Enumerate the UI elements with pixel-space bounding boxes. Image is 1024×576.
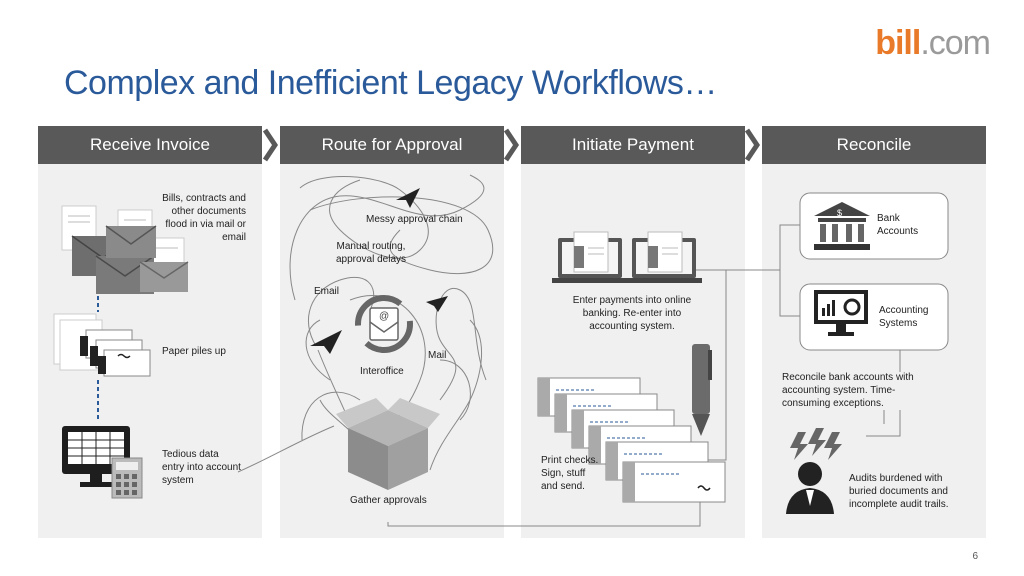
chevron-right-icon — [503, 128, 520, 162]
lightning-icon — [790, 428, 842, 460]
svg-text:@: @ — [379, 311, 389, 322]
print-checks-label: Print checks. Sign, stuff and send. — [541, 455, 599, 492]
paper-plane-icon — [310, 330, 342, 354]
slide-title: Complex and Inefficient Legacy Workflows… — [64, 64, 717, 102]
mail-label: Mail — [428, 350, 447, 361]
svg-text:$: $ — [837, 208, 842, 218]
chevron-right-icon — [744, 128, 761, 162]
envelopes-icon — [71, 225, 189, 294]
computer-icon — [62, 426, 130, 487]
stressed-person-icon — [786, 462, 834, 514]
gather-approvals-label: Gather approvals — [350, 495, 427, 506]
paper-piles-label: Paper piles up — [162, 346, 226, 357]
flood-label: Bills, contracts and other documents flo… — [162, 193, 246, 243]
paper-plane-icon — [396, 188, 420, 208]
pen-icon — [692, 344, 712, 436]
monitor-chart-icon — [814, 290, 868, 336]
email-label: Email — [314, 286, 340, 297]
paper-plane-icon — [426, 296, 448, 312]
chevron-right-icon — [262, 128, 279, 162]
column-header: Initiate Payment — [521, 126, 745, 164]
bank-accounts-label: Bank Accounts — [877, 213, 919, 237]
manual-routing-label: Manual routing, approval delays — [335, 241, 407, 265]
column-header: Reconcile — [762, 126, 986, 164]
company-logo: bill.com — [875, 24, 991, 63]
calculator-icon — [111, 457, 143, 499]
laptop-icon — [552, 231, 628, 283]
messy-approval-label: Messy approval chain — [366, 214, 463, 225]
logo-tld: .com — [920, 24, 991, 62]
laptop-icon — [626, 231, 702, 283]
interoffice-mail-icon: @ — [355, 295, 413, 353]
reconcile-label: Reconcile bank accounts with accounting … — [782, 372, 914, 409]
enter-payments-label: Enter payments into online banking. Re-e… — [572, 295, 692, 332]
checks-stack-icon — [537, 377, 726, 503]
box-icon — [336, 398, 440, 490]
interoffice-label: Interoffice — [360, 366, 404, 377]
bank-icon: $ — [814, 202, 870, 250]
column-header: Receive Invoice — [38, 126, 262, 164]
paper-pile-icon — [53, 313, 151, 377]
page-number: 6 — [972, 551, 978, 562]
accounting-systems-label: Accounting Systems — [879, 305, 929, 329]
column-header: Route for Approval — [280, 126, 504, 164]
logo-brand: bill — [875, 24, 921, 62]
data-entry-label: Tedious data entry into account system — [162, 449, 241, 486]
audits-label: Audits burdened with buried documents an… — [849, 473, 949, 510]
